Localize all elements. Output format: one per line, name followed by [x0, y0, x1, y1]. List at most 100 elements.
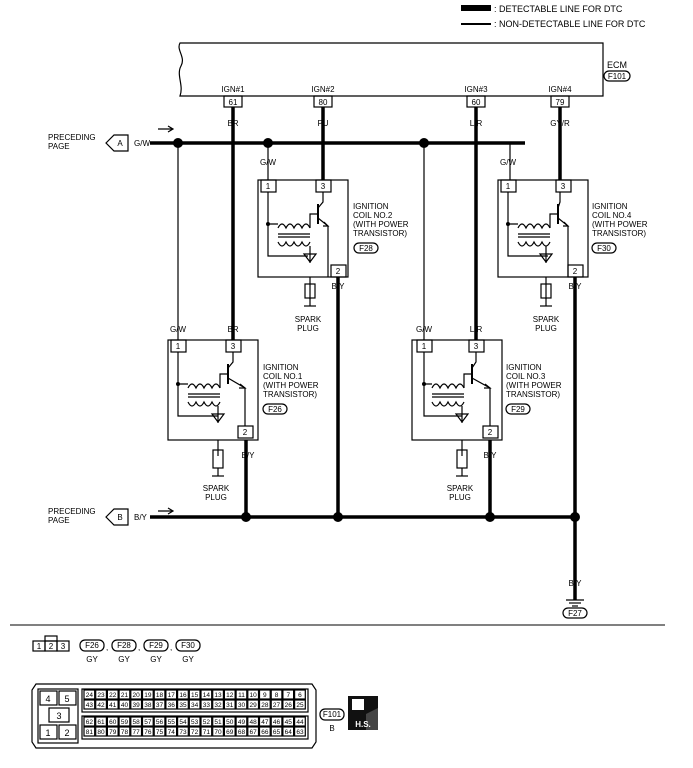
connector-oval — [79, 639, 105, 652]
legend-non-detectable-text: : NON-DETECTABLE LINE FOR DTC — [494, 19, 646, 29]
plug-label-line1: SPARK — [203, 484, 230, 493]
coil-pin1: 1 — [176, 342, 181, 351]
connector-pin-number: 63 — [296, 729, 304, 736]
connector-pin-cell — [83, 699, 96, 710]
connector-pin-cell — [258, 699, 271, 710]
connector-lock-tab — [44, 635, 58, 642]
connector-pin-number: 76 — [144, 729, 152, 736]
coil-box — [167, 339, 259, 441]
secondary-winding — [517, 240, 551, 247]
coil-internal-wire — [219, 373, 228, 388]
connector-pin-number: 19 — [144, 692, 152, 699]
connector-pin-number: 33 — [203, 702, 211, 709]
connector-pin-number: 8 — [275, 692, 279, 699]
connector-pin-number: 80 — [97, 729, 105, 736]
connector-pin-cell — [188, 716, 201, 727]
coil-internal-wire — [463, 373, 472, 388]
ecm-block: ECM F101 — [178, 42, 631, 97]
connector-pin-cell — [200, 699, 213, 710]
coil-connector-id: F28 — [359, 244, 373, 253]
bus-wires — [150, 107, 578, 600]
connector-pin-number: 23 — [97, 692, 105, 699]
coil-title-line3: (WITH POWER — [506, 381, 562, 390]
connector-pin-cell — [153, 726, 166, 737]
connector-pin-number: 27 — [273, 702, 281, 709]
ecm-pin-number: 61 — [229, 98, 238, 107]
coil-connector-id: F29 — [511, 405, 525, 414]
pin-box — [56, 640, 70, 652]
connector-pin-cell — [95, 689, 107, 700]
connector-pin-cell — [177, 726, 189, 737]
ecm-connector-id: F101 — [608, 72, 627, 81]
connector-pin-cell — [141, 726, 154, 737]
connector-pin-number: 58 — [133, 719, 141, 726]
connector-pin-number: 16 — [179, 692, 187, 699]
connector-color: GY — [182, 655, 194, 664]
coil-pin3: 3 — [231, 342, 236, 351]
junction-dot — [506, 222, 510, 226]
coil-title-line1: IGNITION — [506, 363, 542, 372]
junction-dot — [422, 382, 426, 386]
connector-a-shape — [105, 134, 129, 152]
ecm-connector-id: F101 — [323, 710, 342, 719]
connector-color: GY — [150, 655, 162, 664]
connector-pin-number: 51 — [214, 719, 222, 726]
pin-box — [58, 690, 77, 706]
connector-pin-number: 77 — [133, 729, 141, 736]
connector-pin: 4 — [45, 694, 50, 704]
gw-branches — [177, 142, 511, 340]
pin-box — [39, 724, 58, 740]
connector-pin-number: 68 — [238, 729, 246, 736]
coil-connector-oval — [353, 242, 379, 254]
connector-pin-number: 71 — [203, 729, 211, 736]
coil-wire1-label: G/W — [416, 325, 432, 334]
connector-pin-cell — [83, 689, 96, 700]
connector-pin-number: 44 — [296, 719, 304, 726]
secondary-winding — [277, 240, 311, 247]
connector-pin-cell — [212, 689, 224, 700]
connector-pin-number: 24 — [86, 692, 94, 699]
connector-id: F26 — [85, 641, 99, 650]
connector-pin-cell — [118, 699, 131, 710]
primary-winding — [277, 223, 311, 230]
connector-pin-cell — [270, 716, 283, 727]
connector-pin-cell — [282, 726, 295, 737]
connector-pin-number: 59 — [121, 719, 129, 726]
connector-pin-number: 25 — [296, 702, 304, 709]
coil-title-line2: COIL NO.3 — [506, 372, 546, 381]
coil-internal-wire — [309, 213, 318, 228]
coil-connector-oval — [591, 242, 617, 254]
connector-pin-cell — [177, 699, 189, 710]
primary-winding — [517, 223, 551, 230]
connector-harness-icon — [352, 699, 364, 710]
connector-pin-number: 79 — [109, 729, 117, 736]
separator: , — [170, 643, 172, 652]
hs-badge-shade — [366, 708, 378, 730]
connector-pin-cell — [270, 689, 283, 700]
coil-title-line4: TRANSISTOR) — [263, 390, 317, 399]
connector-pin-number: 47 — [261, 719, 269, 726]
ecm-connector-oval — [603, 70, 631, 82]
ecm-pin-label: IGN#1 — [221, 85, 245, 94]
coil4-gw-branch — [490, 142, 511, 180]
connector-pin-number: 75 — [156, 729, 164, 736]
connector-pin-number: 40 — [121, 702, 129, 709]
connector-pin-cell — [130, 726, 143, 737]
connector-pin-number: 29 — [250, 702, 258, 709]
connector-pin-cell — [106, 689, 119, 700]
coil-wire1-label: G/W — [260, 158, 276, 167]
connector-pin-number: 46 — [273, 719, 281, 726]
connector-pin-cell — [282, 689, 295, 700]
flow-arrow — [158, 125, 175, 133]
ecm-connector-oval — [319, 708, 345, 721]
connector-pin-cell — [165, 689, 178, 700]
connector-pin-cell — [177, 716, 189, 727]
preceding-a-line2: PAGE — [48, 142, 70, 151]
connector-a-wire: G/W — [134, 139, 150, 148]
connector-pin-cell — [130, 689, 143, 700]
ignition-coil-4: G/W 1 3 2 B/Y SPARK PLUG IGNITION COIL N… — [497, 158, 648, 333]
coil-connector-id: F30 — [597, 244, 611, 253]
coil-title-line4: TRANSISTOR) — [353, 229, 407, 238]
